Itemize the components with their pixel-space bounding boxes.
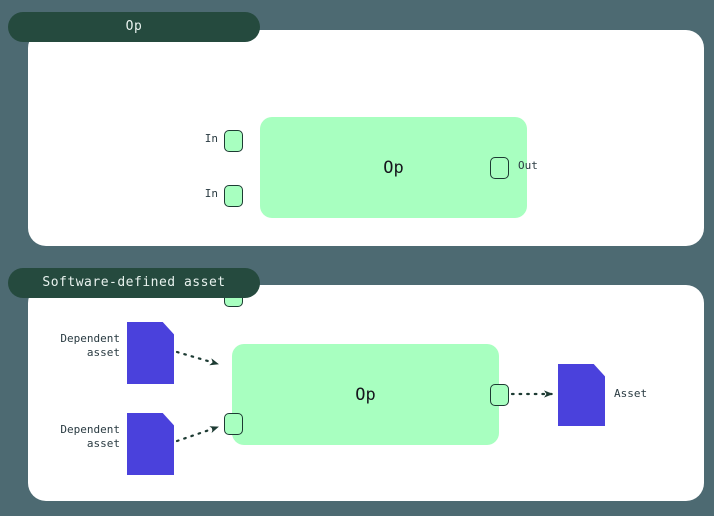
port-label-in-1: In [204, 132, 218, 145]
panel-tab-software-defined-asset[interactable]: Software-defined asset [8, 268, 260, 298]
port-out-1[interactable] [490, 157, 509, 179]
op-node-label: Op [383, 157, 404, 178]
panel-tab-op[interactable]: Op [8, 12, 260, 42]
output-asset-label: Asset [614, 387, 648, 400]
panel-op: Op In In Out [28, 30, 704, 246]
dependent-asset-icon[interactable] [127, 413, 174, 475]
port-in-2[interactable] [224, 413, 243, 435]
dependent-asset-icon[interactable] [127, 322, 174, 384]
output-asset-icon[interactable] [558, 364, 605, 426]
op-node[interactable]: Op [260, 117, 527, 218]
port-in-1[interactable] [224, 130, 243, 152]
port-out-1[interactable] [490, 384, 509, 406]
dependent-asset-label: Dependent asset [60, 332, 120, 359]
port-label-out-1: Out [518, 159, 538, 172]
panel-software-defined-asset: Op Dependent asset Dependent asset Asset [28, 285, 704, 501]
port-label-in-2: In [204, 187, 218, 200]
op-node[interactable]: Op [232, 344, 499, 445]
port-in-2[interactable] [224, 185, 243, 207]
op-node-label: Op [355, 384, 376, 405]
dependent-asset-label: Dependent asset [60, 423, 120, 450]
